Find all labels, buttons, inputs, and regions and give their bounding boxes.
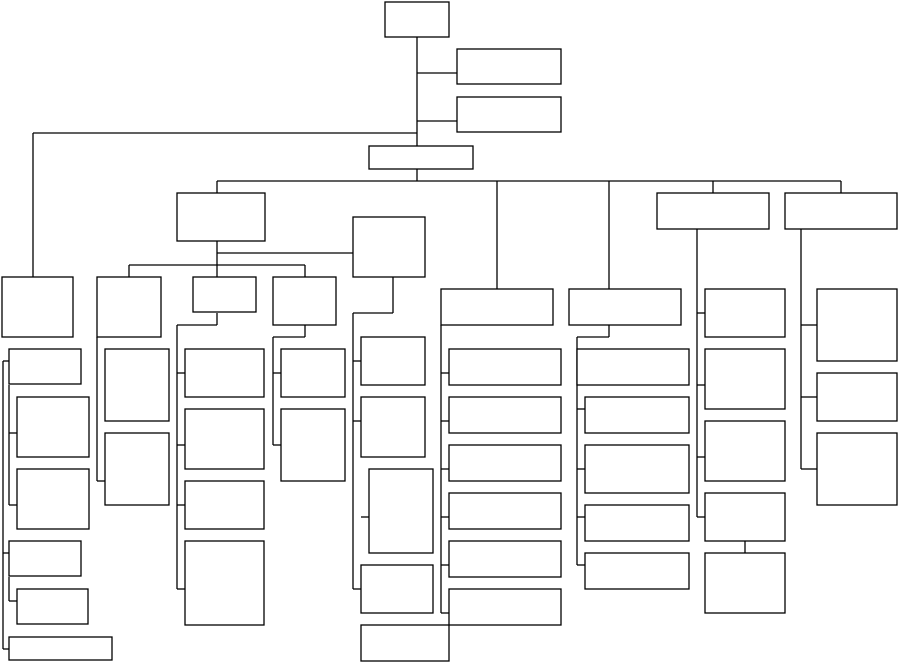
dept-box-3: [272, 276, 337, 326]
division-box-c: [440, 288, 554, 326]
dept3-child-box-2: [280, 408, 346, 482]
left-sub-sub-box-2: [16, 468, 90, 530]
staff-box-1: [456, 48, 562, 85]
divc-child-box-6: [448, 588, 562, 626]
dept1-child-box-2: [104, 432, 170, 506]
division-box-f: [784, 192, 898, 230]
divc-child-box-3: [448, 444, 562, 482]
col-e-box-3: [704, 420, 786, 482]
col-e-box-1: [704, 288, 786, 338]
dept2-child-box-2: [184, 408, 265, 470]
col-f-box-3: [816, 432, 898, 506]
dept3-child-box-1: [280, 348, 346, 398]
col-f-box-1: [816, 288, 898, 362]
division-box-e: [656, 192, 770, 230]
division-box-d: [568, 288, 682, 326]
left-sub-sub-box-3: [16, 588, 89, 625]
divd-sub-box-1: [584, 396, 690, 434]
divb-bottom-box: [360, 624, 450, 662]
dept1-child-box-1: [104, 348, 170, 422]
divb-child-box-2: [360, 396, 426, 458]
dept-box-1: [96, 276, 162, 338]
left-sub-sub-box-1: [16, 396, 90, 458]
divd-sub-box-3: [584, 504, 690, 542]
dept2-child-box-1: [184, 348, 265, 398]
left-column-head-box: [1, 276, 74, 338]
divb-sub-box-1: [368, 468, 434, 554]
division-box-a: [176, 192, 266, 242]
staff-box-2: [456, 96, 562, 133]
left-bottom-box: [8, 636, 113, 661]
col-f-box-2: [816, 372, 898, 422]
col-e-box-4: [704, 492, 786, 542]
secretariat-box: [368, 145, 474, 170]
left-sub-box-1: [8, 348, 82, 385]
divc-child-box-1: [448, 348, 562, 386]
divd-sub-box-4: [584, 552, 690, 590]
left-sub-box-2: [8, 540, 82, 577]
divc-child-box-5: [448, 540, 562, 578]
dept2-child-box-3: [184, 480, 265, 530]
divc-child-box-4: [448, 492, 562, 530]
col-e-box-2: [704, 348, 786, 410]
divd-sub-box-2: [584, 444, 690, 494]
connector-lines: [2, 37, 842, 650]
divd-child-box-1: [576, 348, 690, 386]
divc-child-box-2: [448, 396, 562, 434]
dept2-child-box-4: [184, 540, 265, 626]
divb-child-box-1: [360, 336, 426, 386]
division-box-b: [352, 216, 426, 278]
top-box: [384, 1, 450, 38]
divb-child-box-3: [360, 564, 434, 614]
col-e-box-5: [704, 552, 786, 614]
dept-box-2: [192, 276, 257, 313]
